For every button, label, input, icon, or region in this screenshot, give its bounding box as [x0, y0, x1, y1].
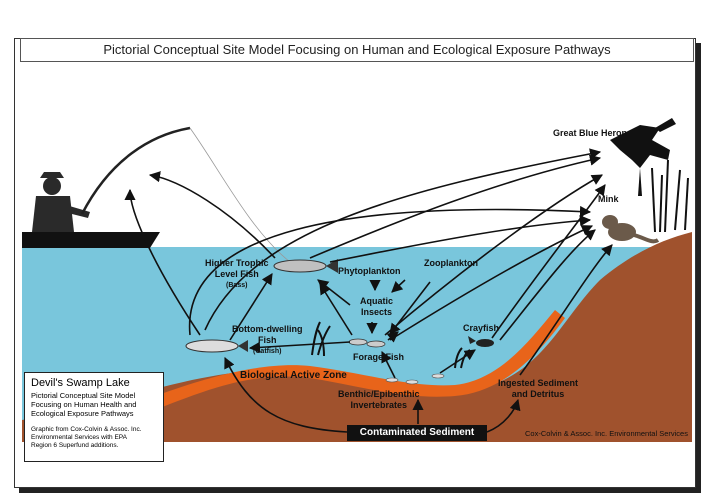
arrow-zoo-to-insects: [391, 279, 406, 293]
bass-fish: [273, 259, 338, 273]
label-higher-fish-sub: (Bass): [226, 282, 248, 289]
label-bio-zone: Biological Active Zone: [240, 370, 347, 381]
label-ingested-line2: and Detritus: [511, 389, 565, 399]
label-zooplankton: Zooplankton: [424, 258, 478, 268]
label-aquatic-insects-line1: Aquatic: [360, 296, 394, 306]
arrow-forage-to-heron: [384, 174, 603, 336]
label-bottom-fish: Bottom-dwelling Fish (Catfish): [232, 324, 303, 357]
label-mink: Mink: [598, 194, 619, 204]
label-forage-fish: Forage Fish: [353, 352, 405, 362]
arrow-benthic-to-forage: [381, 350, 396, 379]
label-benthic-line2: Invertebrates: [350, 400, 408, 410]
legend-desc-line2: Focusing on Human Health and: [31, 400, 137, 409]
legend-desc-line3: Ecological Exposure Pathways: [31, 409, 134, 418]
label-aquatic-insects: Aquatic Insects: [360, 296, 393, 318]
label-phytoplankton: Phytoplankton: [338, 266, 401, 276]
arrow-catfish-to-bass: [229, 273, 273, 341]
arrow-forage-to-insects: [386, 331, 399, 343]
label-bottom-fish-line2: Fish: [257, 335, 277, 345]
label-aquatic-insects-line2: Insects: [360, 307, 393, 317]
label-crayfish: Crayfish: [463, 323, 500, 333]
label-higher-fish-line1: Higher Trophic: [205, 258, 269, 268]
benthic-invertebrates: [385, 373, 445, 385]
arrow-bass-to-heron: [309, 154, 602, 259]
legend-description: Pictorial Conceptual Site Model Focusing…: [31, 391, 157, 418]
label-ingested: Ingested Sediment and Detritus: [498, 378, 578, 400]
forage-fish: [348, 338, 386, 348]
label-higher-fish-line2: Level Fish: [214, 269, 259, 279]
arrow-crayfish-to-heron: [491, 184, 606, 339]
fishing-rod: [80, 126, 191, 215]
credit-text: Cox-Colvin & Assoc. Inc. Environmental S…: [525, 429, 688, 438]
legend-heading: Devil's Swamp Lake: [31, 377, 130, 389]
arrow-catfish-to-heron: [204, 148, 602, 331]
label-bottom-fish-sub: (Catfish): [253, 348, 282, 355]
legend-box: Devil's Swamp Lake Pictorial Conceptual …: [24, 372, 164, 462]
arrow-sediment-to-catfish: [224, 356, 348, 433]
label-ingested-line1: Ingested Sediment: [498, 378, 579, 388]
legend-credit-line2: Environmental Services with EPA: [31, 434, 127, 441]
arrow-forage-to-bass: [319, 283, 353, 336]
arrow-crayfish-to-mink: [499, 229, 596, 341]
arrow-forage-to-catfish: [248, 341, 351, 353]
arrow-sediment-to-ingested: [486, 398, 521, 433]
heron-silhouette: [610, 118, 676, 196]
crayfish: [468, 336, 494, 347]
label-higher-fish: Higher Trophic Level Fish (Bass): [205, 258, 269, 291]
arrow-catfish-to-mink: [188, 205, 592, 336]
fishing-line: [189, 127, 291, 263]
legend-desc-line1: Pictorial Conceptual Site Model: [31, 391, 136, 400]
catfish: [185, 339, 248, 353]
mink: [602, 215, 660, 244]
boat: [22, 232, 160, 248]
legend-credit: Graphic from Cox-Colvin & Assoc. Inc. En…: [31, 426, 157, 450]
arrow-catfish-to-angler: [124, 188, 201, 336]
arrow-ingested-to-mink: [519, 244, 613, 376]
label-benthic-line1: Benthic/Epibenthic: [338, 389, 420, 399]
arrow-zoo-to-forage: [389, 281, 431, 335]
label-contaminated-sediment: Contaminated Sediment: [347, 425, 487, 441]
reeds: [651, 159, 689, 233]
legend-credit-line1: Graphic from Cox-Colvin & Assoc. Inc.: [31, 426, 142, 433]
arrow-benthic-to-crayfish: [439, 349, 476, 374]
label-bottom-fish-line1: Bottom-dwelling: [232, 324, 303, 334]
fisherman: [32, 172, 90, 232]
arrow-bass-to-mink: [329, 215, 592, 263]
exposure-arrows: [124, 148, 613, 433]
label-heron: Great Blue Heron: [553, 128, 628, 138]
arrow-bass-to-angler: [148, 171, 276, 259]
arrow-forage-to-mink: [389, 225, 594, 341]
label-benthic: Benthic/Epibenthic Invertebrates: [338, 389, 420, 411]
legend-credit-line3: Region 6 Superfund additions.: [31, 442, 119, 449]
diagram-title: Pictorial Conceptual Site Model Focusing…: [20, 38, 694, 62]
